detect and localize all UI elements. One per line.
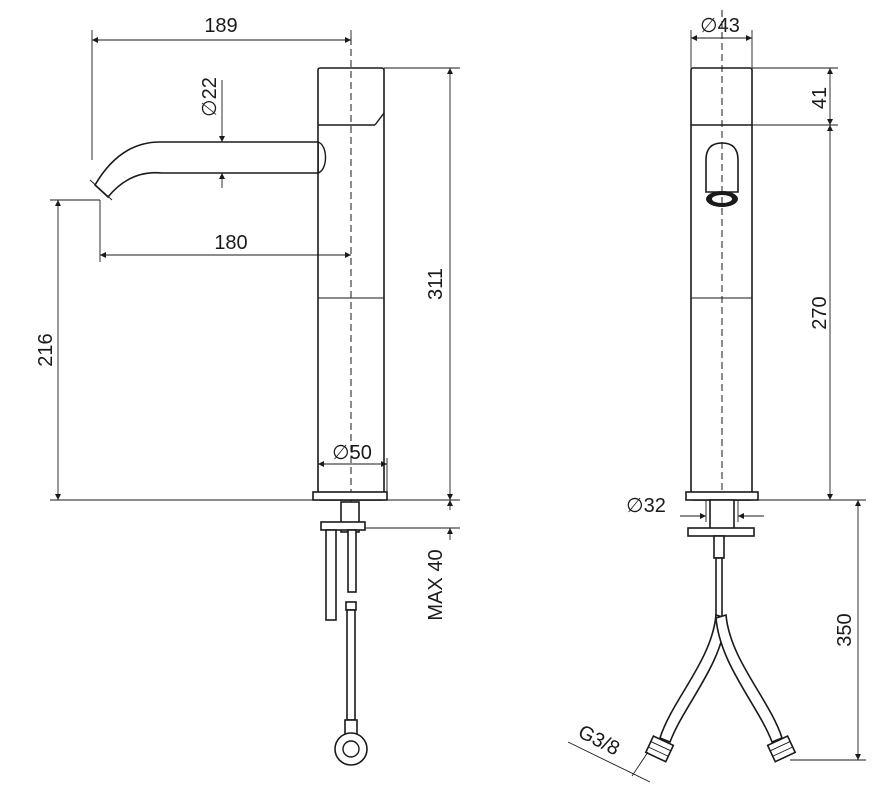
dim-max-thickness-label: MAX 40: [425, 549, 447, 620]
dim-spout-reach: 180: [99, 200, 351, 262]
dim-lower-height: 270: [758, 125, 838, 501]
dim-total-height: 311: [384, 67, 460, 501]
spout-side: [89, 141, 327, 201]
dim-outlet-height-label: 216: [35, 333, 57, 366]
dim-thread: G3/8: [567, 721, 651, 783]
dim-total-height-label: 311: [425, 268, 447, 300]
dim-spout-diameter-label: ∅22: [199, 77, 221, 117]
dim-base-diameter-label: ∅50: [332, 442, 372, 464]
base-fixing-side: [312, 491, 388, 766]
dim-overall-reach-label: 189: [204, 15, 237, 37]
side-view: 189 ∅22 180 216 311: [35, 15, 460, 766]
dim-thread-label: G3/8: [574, 721, 623, 760]
hoses-front: [644, 613, 797, 763]
dim-fixing-diameter: ∅32: [626, 495, 764, 522]
base-fixing-front: [685, 491, 759, 619]
dim-hose-length: 350: [758, 499, 866, 761]
dim-max-thickness: MAX 40: [365, 500, 460, 621]
dim-spout-reach-label: 180: [214, 232, 247, 254]
dim-hose-length-label: 350: [834, 613, 856, 646]
dim-top-height-label: 41: [809, 87, 831, 109]
dim-body-diameter-label: ∅43: [700, 15, 740, 37]
dim-fixing-diameter-label: ∅32: [626, 495, 666, 517]
dim-body-diameter: ∅43: [690, 15, 753, 68]
dim-overall-reach: 189: [91, 15, 352, 160]
dim-base-diameter: ∅50: [317, 442, 388, 492]
front-view: ∅43 41 270 ∅32 350: [567, 10, 866, 783]
dim-top-height: 41: [752, 67, 838, 126]
dim-spout-diameter: ∅22: [199, 77, 225, 188]
dim-lower-height-label: 270: [809, 296, 831, 329]
dim-outlet-height: 216: [35, 199, 313, 501]
